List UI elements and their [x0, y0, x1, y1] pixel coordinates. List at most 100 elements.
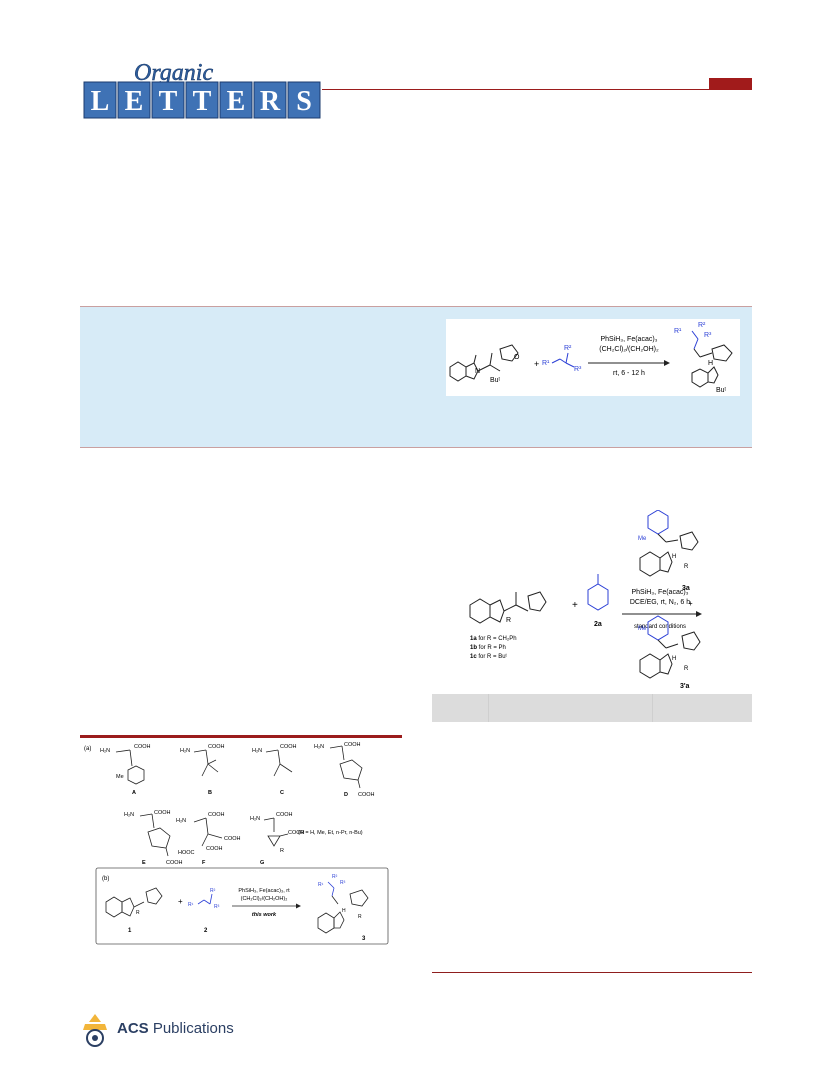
svg-text:H₂N: H₂N — [252, 748, 262, 754]
svg-text:COOH: COOH — [276, 812, 293, 818]
toc-alkene — [551, 352, 575, 368]
svg-text:H₂N: H₂N — [100, 748, 110, 754]
header-rule — [322, 89, 752, 90]
svg-text:H₂N: H₂N — [180, 748, 190, 754]
g-substituent-note: (R = H, Me, Et, n-Pr, n-Bu) — [298, 830, 363, 836]
svg-text:COOH: COOH — [280, 744, 297, 750]
scheme-reagents-2: DCE/EG, rt, N₂, 6 h — [630, 599, 690, 606]
scheme-product-3a — [639, 510, 699, 577]
figure1-b-substrate — [105, 887, 163, 918]
amino-acid-D — [329, 745, 363, 789]
svg-text:C: C — [280, 790, 284, 796]
figure1-graphic: (a) H₂N COOH Me A H₂N COOH B H₂N COOH C … — [84, 742, 389, 945]
svg-text:COOH: COOH — [224, 836, 241, 842]
svg-text:+: + — [688, 599, 693, 608]
svg-text:H: H — [342, 908, 346, 914]
svg-text:H₂N: H₂N — [314, 744, 324, 750]
svg-text:COOH: COOH — [358, 792, 375, 798]
svg-text:E: E — [227, 86, 246, 117]
svg-text:2a: 2a — [594, 621, 602, 628]
journal-logo-letters: L E T T E R S — [83, 81, 321, 119]
svg-text:H: H — [672, 656, 676, 662]
amino-acid-C — [265, 749, 293, 777]
svg-text:E: E — [142, 860, 146, 866]
svg-text:Buᵗ: Buᵗ — [716, 387, 727, 394]
svg-text:R²: R² — [332, 874, 338, 880]
reaction-scheme: R + 2a PhSiH₃, Fe(acac)₃ DCE/EG, rt, N₂,… — [469, 510, 702, 690]
svg-text:R: R — [684, 666, 689, 672]
svg-text:R¹: R¹ — [188, 902, 194, 908]
svg-text:Buᵗ: Buᵗ — [490, 377, 501, 384]
svg-text:3'a: 3'a — [680, 683, 690, 690]
scheme-conditions: standard conditions — [634, 624, 686, 630]
svg-text:COOH: COOH — [208, 812, 225, 818]
table-bottom-rule — [432, 972, 752, 973]
table-col-separator — [652, 694, 653, 722]
svg-text:1: 1 — [128, 928, 132, 934]
substrate-1b: 1b for R = Ph — [470, 645, 506, 651]
svg-text:COOH: COOH — [134, 744, 151, 750]
amino-acid-G — [263, 817, 289, 847]
svg-text:S: S — [296, 86, 312, 117]
svg-text:3: 3 — [362, 936, 366, 942]
svg-text:H₂N: H₂N — [250, 816, 260, 822]
toc-substrate — [449, 344, 519, 382]
svg-text:R: R — [280, 848, 284, 854]
svg-text:3a: 3a — [682, 585, 690, 592]
amino-acid-F — [193, 817, 223, 847]
scheme-2a — [587, 574, 609, 611]
svg-text:Me: Me — [116, 774, 124, 780]
toc-reagents-2: (CH₂Cl)₂/(CH₂OH)₂ — [599, 346, 659, 353]
amino-acid-E — [139, 813, 171, 857]
svg-text:R²: R² — [564, 345, 572, 352]
svg-text:(CH₂Cl)₂/(CH₂OH)₂: (CH₂Cl)₂/(CH₂OH)₂ — [241, 896, 288, 902]
acs-publications-wordmark: ACS Publications — [117, 1020, 234, 1037]
acs-logo — [83, 1014, 107, 1047]
scheme-plus: + — [572, 600, 578, 611]
svg-text:L: L — [91, 86, 110, 117]
substrate-1a: 1a for R = CH₂Ph — [470, 636, 517, 642]
svg-text:R³: R³ — [704, 332, 712, 339]
svg-text:T: T — [159, 86, 178, 117]
svg-text:COOH: COOH — [344, 742, 361, 748]
svg-text:COOH: COOH — [288, 830, 305, 836]
svg-text:COOH: COOH — [208, 744, 225, 750]
svg-text:R²: R² — [210, 888, 216, 894]
figure1-b-product — [317, 881, 369, 934]
scheme-substrate-1 — [469, 591, 547, 624]
svg-text:H₂N: H₂N — [124, 812, 134, 818]
figure1-b-alkene — [197, 893, 213, 905]
figure1-part-b-box — [95, 867, 389, 945]
svg-text:E: E — [125, 86, 144, 117]
scheme-reagents-1: PhSiH₃, Fe(acac)₃ — [631, 589, 688, 596]
svg-text:O: O — [514, 354, 520, 361]
svg-text:R³: R³ — [214, 904, 220, 910]
svg-text:R³: R³ — [340, 880, 346, 886]
toc-conditions: rt, 6 - 12 h — [613, 370, 645, 377]
table-col-separator — [488, 694, 489, 722]
journal-logo: Organic L E T T E R S — [83, 60, 321, 119]
svg-text:D: D — [344, 792, 348, 798]
svg-text:COOH: COOH — [166, 860, 183, 866]
svg-text:H₂N: H₂N — [176, 818, 186, 824]
svg-text:R²: R² — [698, 322, 706, 329]
svg-text:R³: R³ — [574, 366, 582, 373]
svg-text:R¹: R¹ — [674, 328, 682, 335]
amino-acid-A — [115, 749, 145, 785]
substrate-1c: 1c for R = Buᵗ — [470, 653, 508, 660]
svg-text:N: N — [475, 368, 480, 375]
figure1-top-rule — [80, 735, 402, 738]
svg-text:R: R — [684, 564, 689, 570]
svg-text:HOOC: HOOC — [178, 850, 195, 856]
svg-text:+: + — [178, 897, 183, 906]
svg-text:R: R — [506, 617, 511, 624]
scheme-product-3pa — [639, 615, 701, 679]
svg-text:COOH: COOH — [154, 810, 171, 816]
svg-text:G: G — [260, 860, 264, 866]
toc-product — [691, 330, 733, 388]
toc-graphic: N Buᵗ O + R¹ R² R³ PhSiH₃, Fe(acac)₃ (CH… — [446, 319, 740, 396]
svg-text:R¹: R¹ — [318, 882, 324, 888]
svg-text:PhSiH₃, Fe(acac)₃, rt: PhSiH₃, Fe(acac)₃, rt — [238, 888, 290, 894]
svg-text:A: A — [132, 790, 136, 796]
svg-text:B: B — [208, 790, 212, 796]
